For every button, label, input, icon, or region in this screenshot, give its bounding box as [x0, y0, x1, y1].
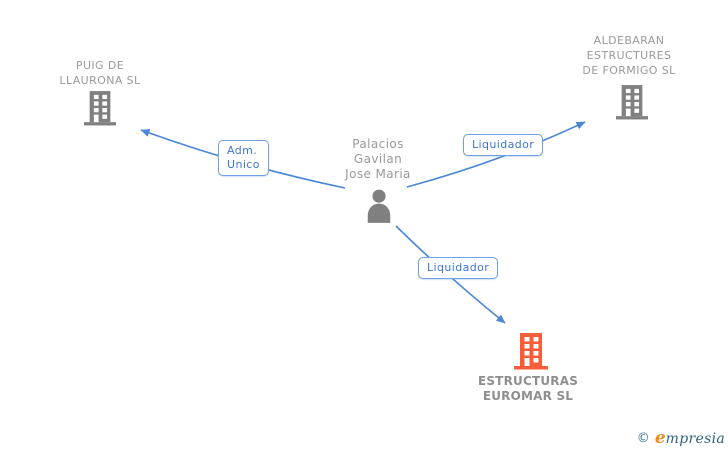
person-name[interactable]: Palacios Gavilan Jose Maria: [345, 137, 411, 181]
edge-label-adm-unico: Adm. Unico: [218, 140, 269, 176]
brand-rest: mpresia: [665, 431, 725, 447]
building-icon[interactable]: [84, 91, 116, 126]
edge-label-liquidador-top: Liquidador: [463, 134, 544, 156]
copyright-icon: ©: [636, 431, 650, 446]
empresia-logo[interactable]: © empresia: [637, 428, 725, 448]
building-icon[interactable]: [616, 85, 648, 120]
edge-line-liquidador-top: [406, 121, 586, 188]
edge-label-liquidador-bottom: Liquidador: [418, 257, 499, 279]
brand-letter-e: e: [654, 428, 666, 448]
brand-wordmark: empresia: [654, 428, 725, 448]
company-name-aldebaran-estructures[interactable]: ALDEBARAN ESTRUCTURES DE FORMIGO SL: [582, 34, 676, 77]
person-icon[interactable]: [364, 189, 394, 223]
company-name-estructuras-euromar[interactable]: ESTRUCTURAS EUROMAR SL: [477, 374, 579, 403]
building-icon[interactable]: [514, 333, 548, 370]
company-name-puig-de-llaurona[interactable]: PUIG DE LLAURONA SL: [59, 59, 141, 87]
